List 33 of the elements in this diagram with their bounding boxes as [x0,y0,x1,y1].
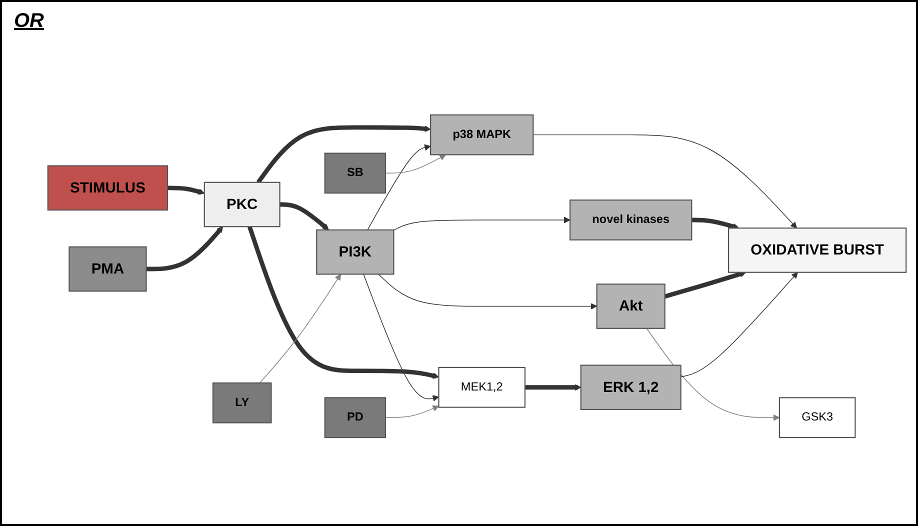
node-box: novel kinases [569,199,692,240]
arrow [664,270,746,298]
node-box: PI3K [316,229,394,275]
arrow [680,272,798,378]
arrow [367,144,431,230]
arrow [256,125,431,184]
node-box: PKC [204,182,280,227]
arrow [280,202,329,230]
arrow [378,274,598,310]
node-box: MEK1,2 [438,366,526,408]
node-box: OXIDATIVE BURST [728,227,907,273]
arrow [247,226,440,379]
node-box: PD [324,396,386,438]
arrow [168,185,205,195]
node-box: Akt [596,283,666,329]
node-box: p38 MAPK [430,114,534,156]
node-box: LY [212,382,272,424]
arrow [646,328,780,421]
arrow [146,226,224,272]
arrow [692,218,740,230]
arrow [259,274,342,384]
arrow [532,134,798,228]
node-box: ERK 1,2 [580,364,682,410]
arrow [524,384,582,390]
node-box: PMA [68,246,147,292]
or-note: OR [14,10,44,32]
node-box: STIMULUS [47,165,168,210]
node-box: GSK3 [778,396,856,438]
arrow [363,274,440,402]
node-box: SB [324,152,386,194]
arrow [385,405,440,418]
arrow [385,154,446,174]
arrow [393,216,570,231]
